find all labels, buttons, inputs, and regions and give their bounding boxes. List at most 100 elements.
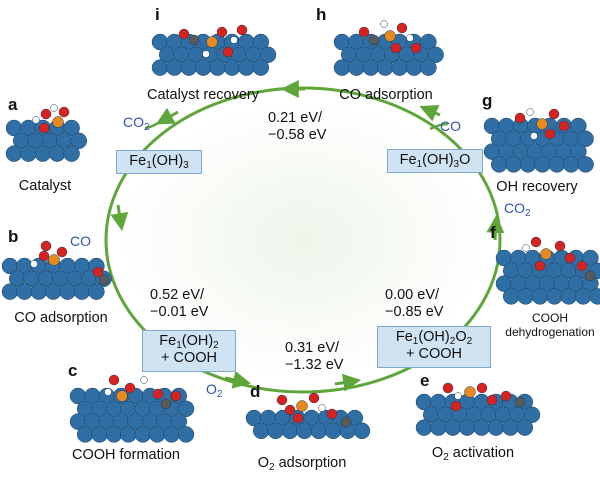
surface-atom-a: [48, 145, 66, 162]
oxygen-atom-c: [124, 382, 136, 394]
gas-co-input-left: CO: [70, 233, 91, 249]
iron-atom-h: [384, 30, 396, 42]
iron-atom-c: [116, 390, 128, 402]
oxygen-atom-e: [442, 382, 454, 394]
oxygen-atom-b: [92, 266, 104, 278]
oxygen-atom-h: [390, 42, 402, 54]
oxygen-atom-f: [534, 260, 546, 272]
iron-atom-d: [296, 400, 308, 412]
surface-atom-c: [76, 426, 94, 443]
surface-atom-f: [546, 288, 563, 305]
surface-atom-g: [562, 156, 580, 173]
surface-atom-e: [473, 419, 490, 436]
oxygen-atom-g: [544, 128, 556, 140]
surface-atom-i: [252, 59, 270, 76]
gas-co2-release-top-left: CO2: [123, 114, 150, 133]
oxygen-atom-g: [558, 120, 570, 132]
oxygen-atom-d: [276, 394, 288, 406]
oxygen-atom-h: [410, 42, 422, 54]
surface-atom-f: [574, 288, 592, 305]
surface-atom-e: [458, 419, 476, 436]
surface-atom-i: [180, 59, 198, 76]
hydrogen-atom-g: [526, 108, 534, 116]
hydrogen-atom-f: [522, 244, 530, 252]
step-letter-g: g: [482, 91, 493, 110]
surface-atom-d: [353, 422, 371, 440]
surface-atom-c: [170, 413, 188, 430]
surface-atom-c: [163, 426, 180, 443]
surface-atom-b: [88, 283, 105, 300]
oxygen-atom-e: [450, 400, 462, 412]
step-letter-i: i: [155, 5, 160, 24]
surface-atom-g: [570, 143, 587, 160]
energy-step-e-g: 0.00 eV/−0.85 eV: [385, 287, 444, 320]
arrow-bottom-left: [224, 370, 252, 389]
caption-catalyst: Catalyst: [18, 178, 72, 194]
oxygen-atom-f: [564, 252, 576, 264]
hydrogen-atom-g: [530, 132, 538, 140]
surface-atom-f: [517, 288, 534, 305]
oxygen-atom-e: [500, 390, 512, 402]
oxygen-atom-f: [576, 260, 588, 272]
oxygen-atom-d: [292, 412, 304, 424]
gas-co2-release-right: CO2: [504, 200, 531, 219]
oxygen-atom-i: [222, 46, 234, 58]
hydrogen-atom-h: [380, 20, 388, 28]
surface-atom-d: [310, 422, 328, 440]
surface-atom-g: [490, 156, 508, 173]
surface-atom-h: [362, 59, 380, 76]
surface-atom-i: [166, 59, 183, 76]
step-letter-b: b: [8, 227, 19, 246]
surface-atom-h: [376, 59, 394, 76]
carbon-atom-b: [98, 274, 110, 286]
surface-atom-a: [70, 132, 88, 150]
oxygen-atom-d: [326, 408, 338, 420]
arrow-top-right: [419, 104, 441, 122]
surface-atom-d: [296, 422, 313, 440]
hydrogen-atom-b: [30, 260, 38, 268]
oxygen-atom-a: [38, 122, 50, 134]
surface-atom-d: [267, 422, 284, 440]
intermediate-fe1-oh2-o2-cooh: Fe1(OH)2O2+ COOH: [377, 326, 491, 368]
oxygen-atom-i: [216, 26, 228, 38]
surface-atom-b: [30, 283, 48, 300]
surface-atom-g: [570, 117, 587, 135]
carbon-atom-e: [514, 396, 526, 408]
surface-atom-h: [348, 59, 365, 76]
surface-atom-h: [405, 59, 423, 76]
oxygen-atom-e: [476, 382, 488, 394]
oxygen-atom-g: [514, 112, 526, 124]
surface-atom-c: [177, 400, 195, 418]
arrow-bottom-mid: [334, 373, 362, 392]
surface-atom-g: [534, 156, 551, 173]
surface-atom-e: [430, 419, 447, 436]
hydrogen-atom-d: [318, 404, 326, 412]
caption-co-adsorption-h: CO adsorption: [339, 87, 433, 103]
energy-step-c-e: 0.31 eV/−1.32 eV: [285, 340, 344, 373]
surface-atom-d: [252, 422, 270, 440]
carbon-atom-i: [188, 34, 200, 46]
surface-atom-b: [16, 283, 33, 300]
hydrogen-atom-c: [104, 388, 112, 396]
surface-atom-e: [444, 419, 462, 436]
hydrogen-atom-c: [140, 376, 148, 384]
surface-atom-f: [582, 249, 599, 267]
iron-atom-f: [540, 248, 552, 260]
surface-atom-a: [5, 145, 23, 162]
surface-atom-f: [560, 288, 578, 305]
iron-atom-g: [536, 118, 548, 130]
iron-atom-b: [48, 254, 60, 266]
surface-atom-i: [259, 46, 277, 64]
oxygen-atom-f: [554, 240, 566, 252]
step-letter-a: a: [8, 95, 18, 114]
surface-atom-b: [59, 283, 76, 300]
oxygen-atom-e: [486, 394, 498, 406]
surface-atom-h: [420, 33, 437, 51]
iron-atom-i: [206, 36, 218, 48]
caption-catalyst-recovery: Catalyst recovery: [146, 87, 259, 103]
carbon-atom-c: [160, 398, 172, 410]
surface-atom-g: [519, 156, 537, 173]
surface-atom-i: [194, 59, 212, 76]
caption-cooh-formation: COOH formation: [72, 447, 180, 463]
surface-atom-g: [505, 156, 522, 173]
